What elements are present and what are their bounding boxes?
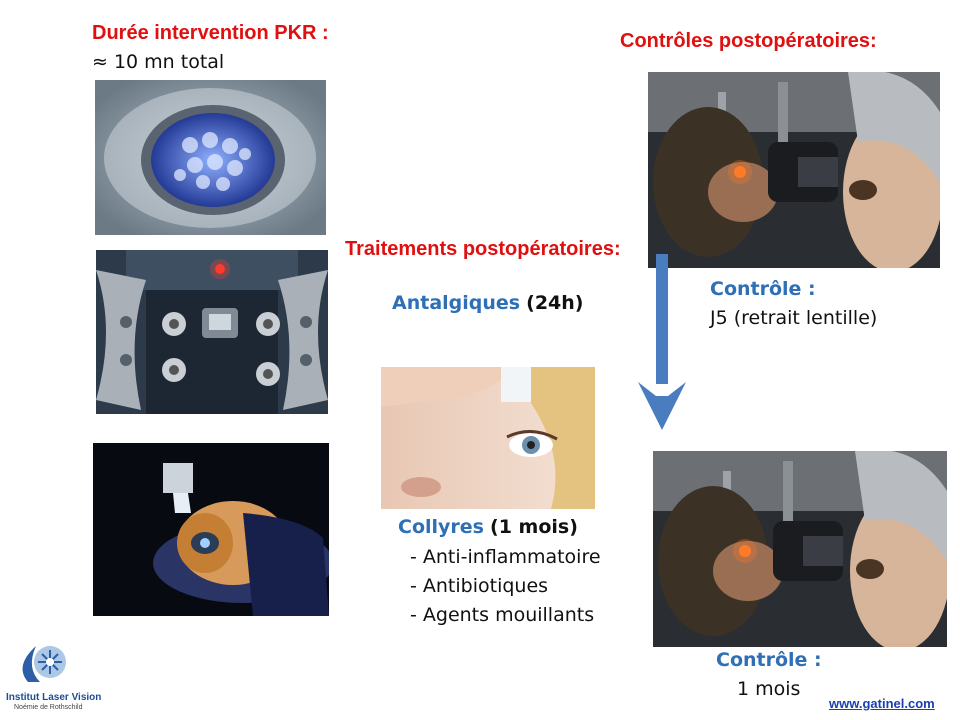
logo-name: Institut Laser Vision <box>6 692 102 703</box>
eye-drops-photo <box>381 367 595 509</box>
surgery-duration-value: ≈ 10 mn total <box>92 51 225 73</box>
eye-laser-ablation-photo <box>95 80 326 235</box>
antalgiques-label: Antalgiques <box>392 292 521 314</box>
list-item: - Anti-inflammatoire <box>410 546 601 568</box>
logo-emblem-icon <box>22 646 66 682</box>
laser-device-photo <box>96 250 328 414</box>
logo-subname: Noémie de Rothschild <box>14 704 83 711</box>
control-2-label: Contrôle : <box>716 649 822 671</box>
antalgiques-line: Antalgiques (24h) <box>392 292 583 314</box>
list-item: - Agents mouillants <box>410 604 595 626</box>
collyres-list: - Anti-inflammatoire - Antibiotiques - A… <box>410 543 601 630</box>
website-link[interactable]: www.gatinel.com <box>829 696 935 711</box>
collyres-label: Collyres <box>398 516 484 538</box>
collyres-duration: (1 mois) <box>490 516 578 538</box>
antalgiques-duration: (24h) <box>526 292 584 314</box>
control-2-detail: 1 mois <box>737 678 801 700</box>
post-op-controls-title: Contrôles postopératoires: <box>620 30 877 52</box>
arrow-down-icon <box>638 254 686 430</box>
surgery-duration-title: Durée intervention PKR : <box>92 22 329 44</box>
collyres-line: Collyres (1 mois) <box>398 516 578 538</box>
control-1-label: Contrôle : <box>710 278 816 300</box>
list-item: - Antibiotiques <box>410 575 549 597</box>
slit-lamp-exam-photo-1 <box>648 72 940 268</box>
patient-under-laser-photo <box>93 443 329 616</box>
control-1-detail: J5 (retrait lentille) <box>710 307 878 329</box>
post-op-treatments-title: Traitements postopératoires: <box>345 238 621 260</box>
slit-lamp-exam-photo-2 <box>653 451 947 647</box>
institute-logo: Institut Laser Vision Noémie de Rothschi… <box>6 638 118 714</box>
